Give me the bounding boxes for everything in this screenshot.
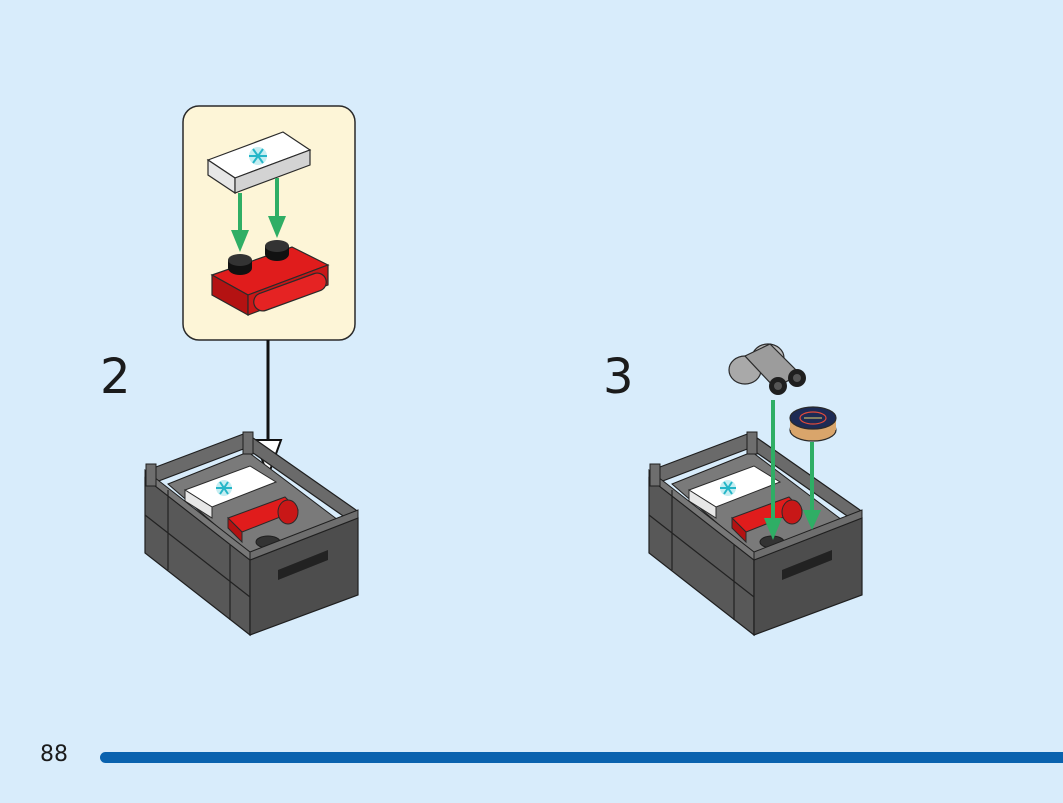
red-plate-icon	[210, 240, 330, 317]
progress-bar	[100, 752, 1063, 763]
white-tile-icon	[206, 131, 312, 195]
snowflake-print-icon	[249, 147, 267, 165]
crate-step-3	[648, 431, 863, 637]
binoculars-icon	[728, 343, 806, 395]
green-arrow-icon	[764, 400, 821, 540]
callout-box	[182, 105, 356, 341]
step-number-3: 3	[603, 349, 634, 405]
step-number-2: 2	[100, 349, 131, 405]
snowflake-print-icon	[720, 480, 736, 496]
snowflake-print-icon	[216, 480, 232, 496]
page-number: 88	[40, 742, 68, 767]
compass-icon	[789, 406, 837, 442]
crate-step-2	[144, 431, 359, 637]
green-arrow-icon	[231, 178, 286, 252]
